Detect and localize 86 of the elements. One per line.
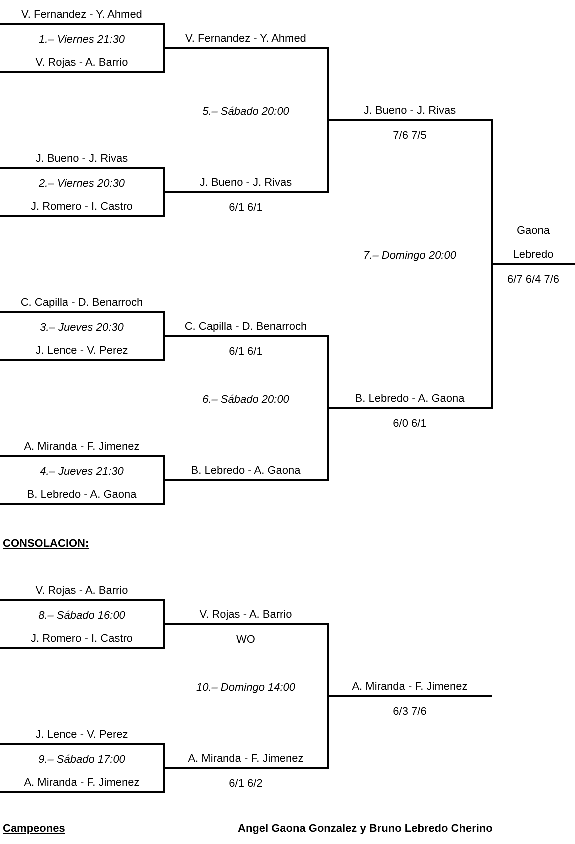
bracket-line (327, 623, 329, 697)
team-name: V. Rojas - A. Barrio (200, 608, 292, 623)
match-schedule: 4.– Jueves 21:30 (40, 465, 124, 480)
team-name: B. Lebredo - A. Gaona (355, 392, 465, 407)
bracket-line (327, 47, 329, 121)
team-name: J. Bueno - J. Rivas (36, 152, 128, 167)
bracket-slot (0, 583, 164, 601)
match-schedule: 1.– Viernes 21:30 (38, 33, 126, 48)
bracket-slot (0, 151, 164, 169)
team-name: J. Bueno - J. Rivas (200, 176, 292, 191)
bracket-line (491, 263, 493, 409)
bracket-slot (0, 631, 164, 649)
team-name: J. Lence - V. Perez (36, 344, 128, 359)
bracket-line (163, 167, 165, 193)
team-name: C. Capilla - D. Benarroch (184, 320, 308, 335)
match-score: WO (236, 633, 256, 648)
bracket-slot (0, 199, 164, 217)
bracket-line (327, 335, 329, 409)
bracket-line (163, 743, 165, 769)
team-name: Gaona (516, 224, 550, 239)
team-name: Lebredo (513, 248, 554, 263)
match-score: 6/0 6/1 (393, 417, 427, 432)
team-name: C. Capilla - D. Benarroch (20, 296, 144, 311)
team-name: J. Lence - V. Perez (36, 728, 128, 743)
bracket-slot (0, 7, 164, 25)
bracket-line (163, 47, 165, 73)
team-name: V. Fernandez - Y. Ahmed (186, 32, 306, 47)
match-score: 6/1 6/1 (229, 345, 263, 360)
team-name: B. Lebredo - A. Gaona (191, 464, 301, 479)
bracket-line (163, 479, 165, 505)
match-schedule: 6.– Sábado 20:00 (202, 393, 290, 408)
bracket-line (163, 335, 165, 361)
match-score: 6/1 6/2 (229, 777, 263, 792)
match-score: 6/7 6/4 7/6 (508, 273, 560, 288)
bracket-line (163, 623, 165, 649)
bracket-slot (328, 103, 492, 121)
team-name: V. Rojas - A. Barrio (36, 584, 128, 599)
bracket-line (163, 455, 165, 481)
team-name: J. Romero - I. Castro (30, 200, 134, 215)
bracket-slot (164, 31, 328, 49)
bracket-slot (164, 751, 328, 769)
bracket-line (327, 119, 329, 193)
team-name: A. Miranda - F. Jimenez (188, 752, 304, 767)
section-heading: CONSOLACION: (3, 537, 90, 552)
bracket-line (327, 695, 329, 769)
bracket-line (163, 23, 165, 49)
bracket-slot (0, 295, 164, 313)
match-score: 6/1 6/1 (229, 201, 263, 216)
bracket-line (327, 407, 329, 481)
bracket-slot (164, 319, 328, 337)
bracket-slot (328, 679, 492, 697)
match-schedule: 8.– Sábado 16:00 (38, 609, 126, 624)
bracket-slot (164, 175, 328, 193)
section-heading: Campeones (3, 822, 66, 837)
team-name: J. Romero - I. Castro (30, 632, 134, 647)
bracket-slot (328, 391, 492, 409)
bracket-slot (0, 487, 164, 505)
bracket-slot (164, 463, 328, 481)
bracket-line (163, 767, 165, 793)
bracket-line (163, 311, 165, 337)
team-name: A. Miranda - F. Jimenez (24, 776, 140, 791)
bracket-slot (492, 223, 575, 265)
bracket-slot (0, 439, 164, 457)
bracket-slot (164, 607, 328, 625)
team-name: B. Lebredo - A. Gaona (27, 488, 137, 503)
bracket-line (491, 119, 493, 265)
match-schedule: 10.– Domingo 14:00 (196, 681, 296, 696)
match-schedule: 7.– Domingo 20:00 (364, 249, 456, 264)
bracket-line (163, 191, 165, 217)
match-score: 7/6 7/5 (393, 129, 427, 144)
match-schedule: 3.– Jueves 20:30 (40, 321, 124, 336)
bracket-slot (0, 343, 164, 361)
team-name: A. Miranda - F. Jimenez (24, 440, 140, 455)
match-score: 6/3 7/6 (393, 705, 427, 720)
bracket-slot (0, 775, 164, 793)
match-schedule: 2.– Viernes 20:30 (38, 177, 126, 192)
champions-names: Angel Gaona Gonzalez y Bruno Lebredo Cherino (238, 822, 493, 837)
bracket-slot (0, 55, 164, 73)
team-name: V. Fernandez - Y. Ahmed (22, 8, 142, 23)
team-name: J. Bueno - J. Rivas (364, 104, 456, 119)
bracket-slot (0, 727, 164, 745)
team-name: A. Miranda - F. Jimenez (352, 680, 468, 695)
match-schedule: 9.– Sábado 17:00 (38, 753, 126, 768)
bracket-line (163, 599, 165, 625)
team-name: V. Rojas - A. Barrio (36, 56, 128, 71)
match-schedule: 5.– Sábado 20:00 (202, 105, 290, 120)
